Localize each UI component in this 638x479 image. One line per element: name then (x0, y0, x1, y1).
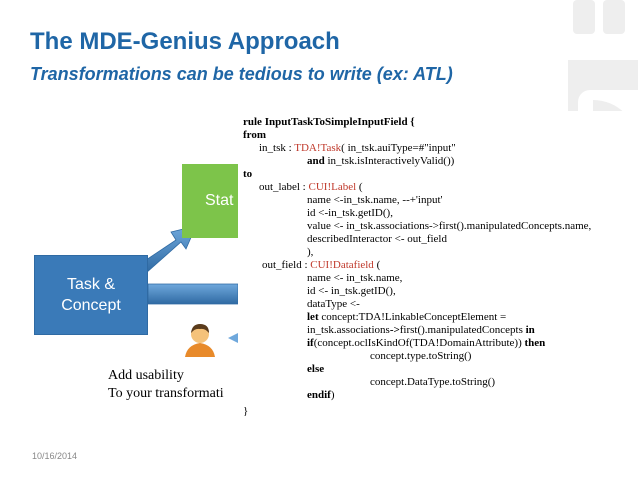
usability-note: Add usability To your transformati (108, 367, 224, 403)
code-type-ref: CUI!Label (308, 181, 357, 193)
code-text: ( (356, 181, 363, 193)
code-keyword: in (525, 324, 535, 336)
code-line-15: dataType <- (307, 298, 360, 310)
code-line-3: in_tsk : TDA!Task( in_tsk.auiType=#"inpu… (259, 142, 456, 155)
code-text: in_tsk.associations (307, 324, 390, 336)
code-line-18: if(concept.oclIsKindOf(TDA!DomainAttribu… (307, 337, 545, 350)
code-text: first().manipulatedConcepts (399, 324, 526, 336)
code-line-22: endif) (307, 389, 335, 402)
code-text: ( in_tsk.auiType=#"input" (341, 142, 456, 154)
code-line-23: } (243, 405, 249, 417)
code-keyword: endif (307, 389, 331, 401)
code-line-12: out_field : CUI!Datafield ( (262, 259, 380, 272)
code-line-16: let concept:TDA!LinkableConceptElement = (307, 311, 506, 324)
code-keyword: if (307, 337, 314, 349)
task-box-line1: Task & (66, 276, 115, 293)
code-line-21: concept.DataType.toString() (370, 376, 496, 388)
code-text: out_label : (259, 181, 309, 193)
task-concept-box: Task & Concept (34, 255, 148, 335)
code-text: in_tsk : (259, 142, 295, 154)
slide-date: 10/16/2014 (32, 451, 78, 461)
arrow-right-icon (147, 283, 239, 305)
code-keyword: then (524, 337, 546, 349)
code-line-2: from (243, 129, 267, 141)
code-text: concept:TDA!LinkableConceptElement = (318, 311, 507, 323)
code-line-9: value <- in_tsk.associations->first().ma… (307, 220, 592, 232)
code-text: ) (330, 389, 335, 401)
code-line-17: in_tsk.associations->first().manipulated… (307, 324, 535, 337)
code-line-19: concept.type.toString() (370, 350, 472, 362)
code-line-8: id <-in_tsk.getID(), (307, 207, 393, 219)
code-line-14: id <- in_tsk.getID(), (307, 285, 396, 297)
code-line-13: name <- in_tsk.name, (307, 272, 403, 284)
code-line-4: and in_tsk.isInteractivelyValid()) (307, 155, 454, 168)
arrow-from-user-icon (228, 333, 238, 343)
code-line-11: ), (307, 246, 314, 258)
usability-line2: To your transformati (108, 386, 224, 401)
code-type-ref: TDA!Task (294, 142, 342, 154)
code-type-ref: CUI!Datafield (310, 259, 374, 271)
usability-line1: Add usability (108, 368, 184, 383)
code-line-5: to (243, 168, 253, 180)
code-text: out_field : (262, 259, 311, 271)
stat-box-label: Stat (205, 192, 234, 209)
slide-subtitle: Transformations can be tedious to write … (30, 64, 453, 84)
code-line-6: out_label : CUI!Label ( (259, 181, 363, 194)
code-line-20: else (307, 363, 325, 375)
code-keyword: -> (389, 324, 400, 336)
code-line-1: rule InputTaskToSimpleInputField { (243, 116, 415, 128)
code-keyword: let (307, 311, 319, 323)
code-keyword: and (307, 155, 325, 167)
code-text: ( (373, 259, 381, 271)
task-box-line2: Concept (61, 297, 121, 314)
code-text: in_tsk.isInteractivelyValid()) (324, 155, 455, 167)
code-line-7: name <-in_tsk.name, --+'input' (307, 194, 443, 206)
code-line-10: describedInteractor <- out_field (307, 233, 447, 245)
code-text: (concept.oclIsKindOf(TDA!DomainAttribute… (313, 337, 525, 349)
atl-code-panel: rule InputTaskToSimpleInputField { from … (238, 111, 638, 461)
slide-title: The MDE-Genius Approach (30, 28, 340, 55)
user-avatar-icon (185, 324, 215, 357)
